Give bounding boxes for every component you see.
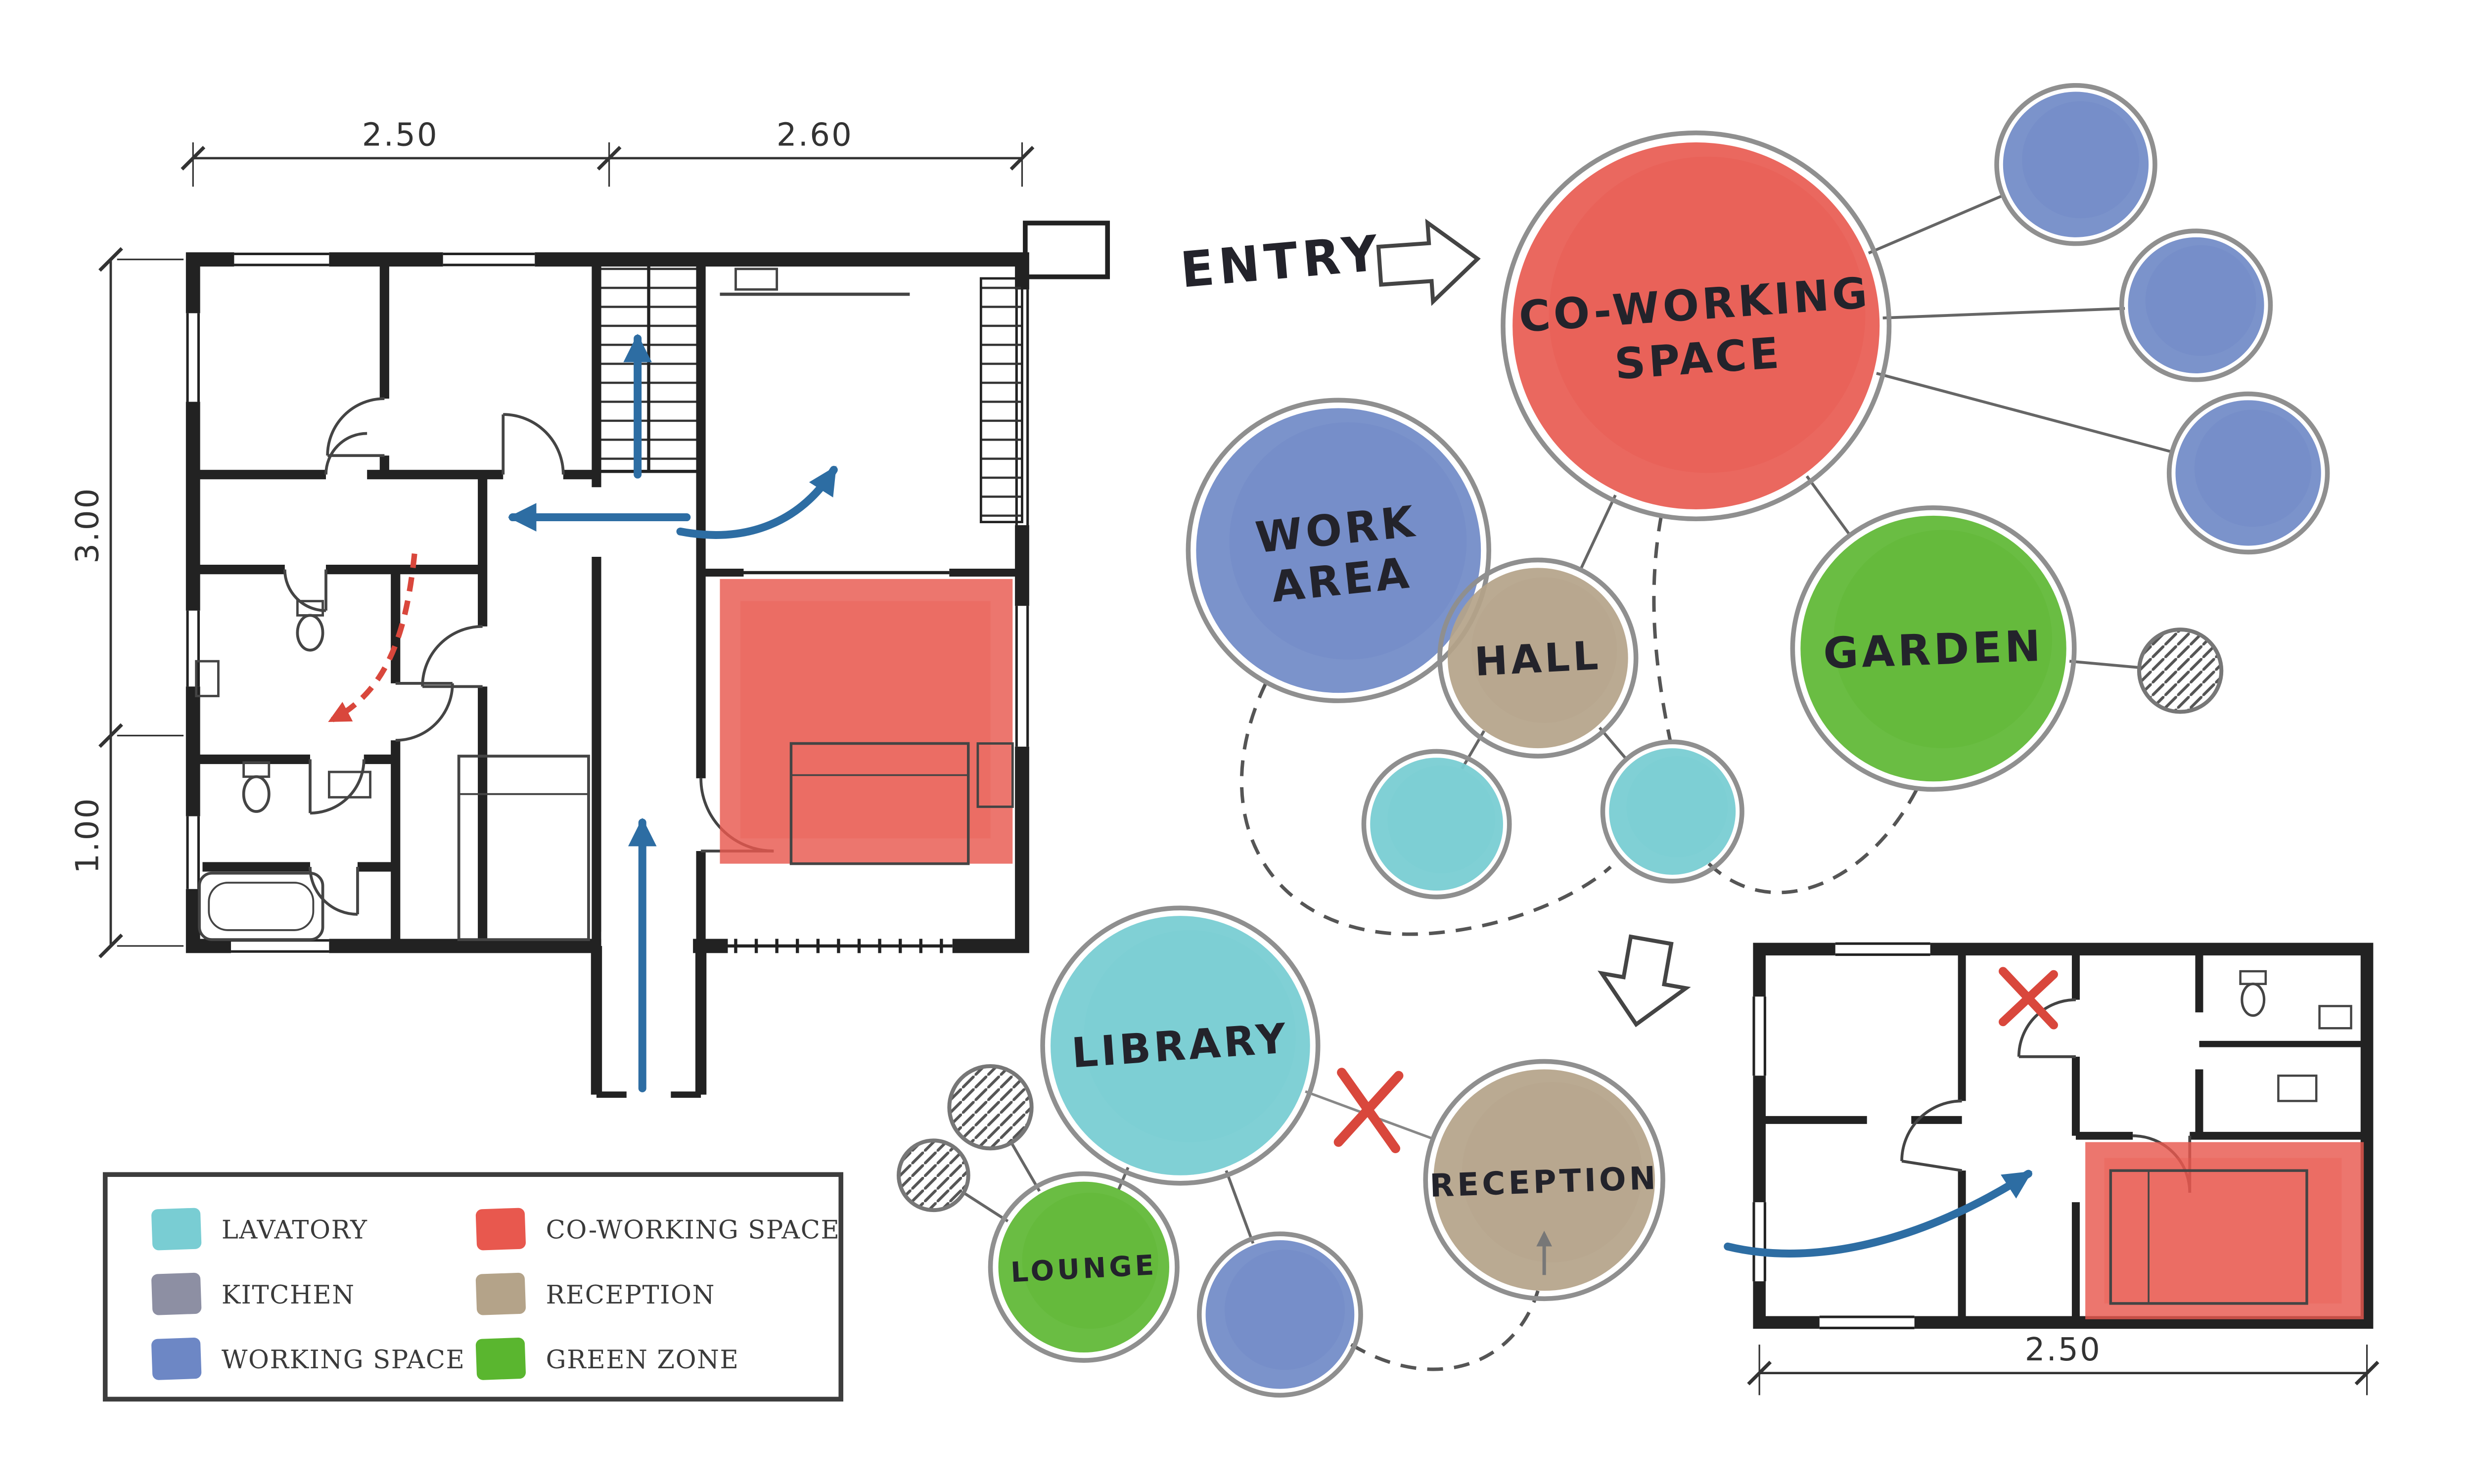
solid-connectors <box>962 195 2175 1244</box>
bubble-reception: RECEPTION <box>1423 1059 1665 1302</box>
small-plan-dimension <box>1747 1345 2380 1395</box>
legend-item-working-space: WORKING SPACE <box>151 1337 476 1381</box>
legend-item-lavatory: LAVATORY <box>151 1208 476 1251</box>
legend-label-reception: RECEPTION <box>546 1279 716 1309</box>
working-space-swatch-icon <box>151 1337 202 1381</box>
blue-arrow-small-plan-icon <box>1724 1169 2033 1258</box>
dim-small-plan: 2.50 <box>2025 1332 2102 1368</box>
hatched-circle-lounge-2-icon <box>896 1138 970 1213</box>
small-coworking-highlight <box>2085 1142 2364 1319</box>
bubble-library: LIBRARY <box>1040 905 1321 1186</box>
dim-left-upper: 3.00 <box>69 487 106 563</box>
kitchen-swatch-icon <box>151 1272 202 1315</box>
legend-label-green-zone: GREEN ZONE <box>546 1344 739 1374</box>
bubble-coworking: CO-WORKING SPACE <box>1501 130 1892 522</box>
coworking-zone-furniture <box>789 742 1014 865</box>
red-x-icon <box>1999 967 2058 1030</box>
radiator <box>979 277 1023 524</box>
coworking-zone-highlight <box>720 579 1013 864</box>
legend-label-kitchen: KITCHEN <box>221 1279 355 1309</box>
lavatory-swatch-icon <box>151 1208 202 1251</box>
small-coworking-furniture <box>2109 1169 2308 1305</box>
legend-label-lavatory: LAVATORY <box>221 1214 368 1244</box>
dim-top-left: 2.50 <box>362 117 439 153</box>
main-floorplan-fixtures <box>195 268 910 942</box>
red-strike-icon <box>1333 1068 1404 1153</box>
bubble-working-small-3 <box>2166 391 2330 555</box>
legend-label-working-space: WORKING SPACE <box>221 1344 465 1374</box>
legend-item-coworking: CO-WORKING SPACE <box>475 1208 840 1251</box>
small-floorplan: 2.50 <box>1724 938 2380 1395</box>
blue-arrow-curve-icon <box>676 465 838 539</box>
legend-label-coworking: CO-WORKING SPACE <box>546 1214 840 1244</box>
bubble-coworking-label-2: SPACE <box>1613 328 1784 389</box>
bubble-working-small-1 <box>1994 83 2157 246</box>
bubble-garden: GARDEN <box>1790 505 2077 792</box>
green-zone-swatch-icon <box>475 1337 526 1381</box>
bubble-work-area: WORK AREA <box>1186 398 1491 703</box>
entrance-corridor <box>591 932 707 1098</box>
bubble-hall: HALL <box>1437 557 1639 759</box>
dim-top-right: 2.60 <box>777 117 853 153</box>
entry-label: ENTRY <box>1178 225 1385 299</box>
red-dashed-arrow-icon <box>328 553 417 722</box>
small-floorplan-walls <box>1753 943 2374 1329</box>
main-floorplan: 2.50 2.60 3.00 1.00 <box>69 117 1110 1098</box>
bubble-reception-label: RECEPTION <box>1429 1160 1659 1205</box>
legend-item-kitchen: KITCHEN <box>151 1272 476 1315</box>
bubble-garden-label: GARDEN <box>1823 622 2045 678</box>
small-floorplan-fixtures <box>2239 970 2352 1102</box>
legend-item-green-zone: GREEN ZONE <box>475 1337 840 1381</box>
entry-arrow-icon <box>1376 219 1481 306</box>
bubble-lavatory-small-2 <box>1600 739 1744 884</box>
bubble-lounge-label: LOUNGE <box>1010 1249 1158 1289</box>
bubble-working-small-4 <box>1196 1231 1363 1398</box>
bubble-diagram: ENTRY CO-WORKING SPACE <box>896 83 2330 1398</box>
main-plan-dimensions <box>98 142 1035 958</box>
legend-grid: LAVATORY CO-WORKING SPACE KITCHEN RECEPT… <box>151 1208 840 1381</box>
legend: LAVATORY CO-WORKING SPACE KITCHEN RECEPT… <box>102 1172 844 1402</box>
bubble-hall-label: HALL <box>1473 632 1603 685</box>
legend-item-reception: RECEPTION <box>475 1272 840 1315</box>
hatched-circle-lounge-1-icon <box>947 1064 1034 1151</box>
hatched-circle-garden-icon <box>2137 628 2224 714</box>
dim-left-lower: 1.00 <box>69 797 106 873</box>
small-floorplan-windows <box>1748 938 1930 1334</box>
bubble-lavatory-small-1 <box>1361 749 1512 899</box>
bubble-working-small-2 <box>2119 228 2273 382</box>
circulation-arrows <box>507 333 838 1092</box>
coworking-swatch-icon <box>475 1208 526 1251</box>
reception-swatch-icon <box>475 1272 526 1315</box>
down-arrow-icon <box>1598 934 1691 1028</box>
bubble-lounge: LOUNGE <box>988 1171 1180 1363</box>
dashed-connectors <box>1239 515 1920 1371</box>
